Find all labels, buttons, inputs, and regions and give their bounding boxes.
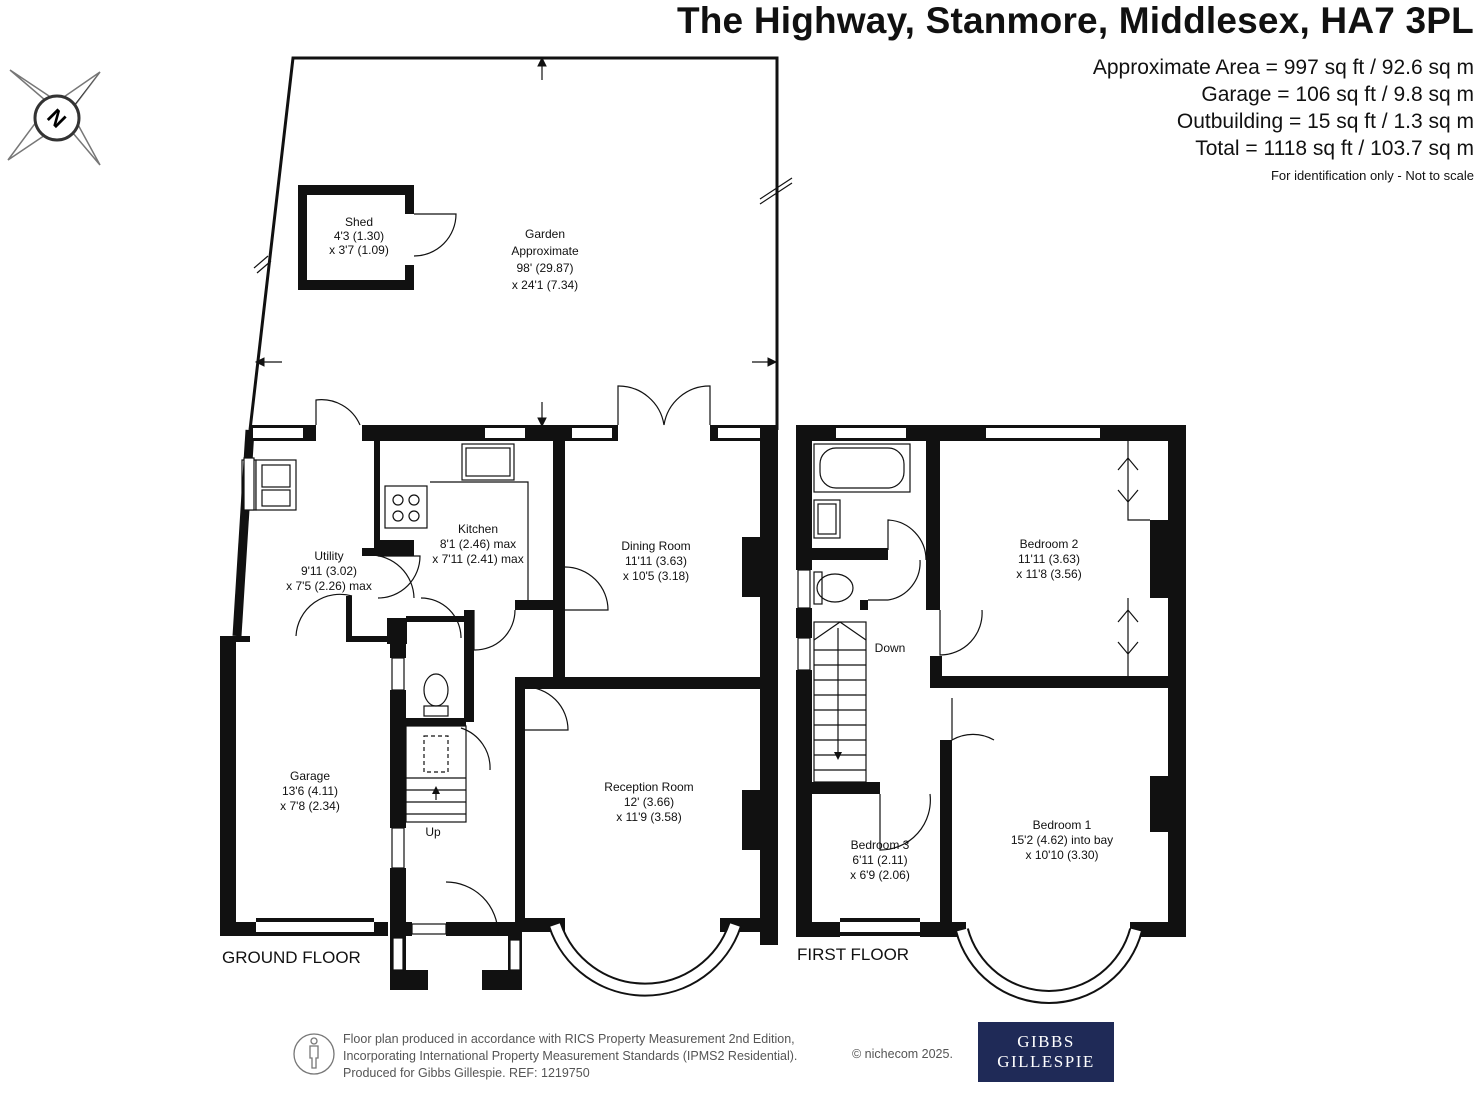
stairs-up-label: Up xyxy=(425,825,441,839)
footer-line: Floor plan produced in accordance with R… xyxy=(343,1032,795,1046)
first-floor-walls xyxy=(796,425,1186,937)
area-line: Outbuilding = 15 sq ft / 1.3 sq m xyxy=(1176,110,1474,133)
person-icon xyxy=(293,1033,335,1075)
agency-logo: GIBBS GILLESPIE xyxy=(978,1022,1114,1082)
logo-line-2: GILLESPIE xyxy=(997,1052,1095,1071)
ground-floor-label: GROUND FLOOR xyxy=(222,948,361,967)
footer-text: Floor plan produced in accordance with R… xyxy=(343,1031,797,1082)
page-title: The Highway, Stanmore, Middlesex, HA7 3P… xyxy=(676,0,1474,41)
first-floor-label: FIRST FLOOR xyxy=(797,945,909,964)
area-line: Approximate Area = 997 sq ft / 92.6 sq m xyxy=(1092,56,1474,79)
copyright: © nichecom 2025. xyxy=(852,1047,953,1061)
scale-note: For identification only - Not to scale xyxy=(1270,168,1474,183)
area-line: Total = 1118 sq ft / 103.7 sq m xyxy=(1195,137,1474,160)
stairs-down-label: Down xyxy=(875,641,906,655)
footer-line: Produced for Gibbs Gillespie. REF: 12197… xyxy=(343,1066,590,1080)
logo-line-1: GIBBS xyxy=(1017,1032,1075,1051)
footer-line: Incorporating International Property Mea… xyxy=(343,1049,798,1063)
first-floor-fittings xyxy=(797,441,1150,1004)
compass-icon: N xyxy=(7,69,101,166)
shed xyxy=(298,185,457,290)
area-line: Garage = 106 sq ft / 9.8 sq m xyxy=(1201,83,1474,106)
ground-floor-fittings xyxy=(241,385,742,997)
area-summary: Approximate Area = 997 sq ft / 92.6 sq m… xyxy=(1093,54,1474,183)
ground-floor-walls xyxy=(220,425,778,990)
